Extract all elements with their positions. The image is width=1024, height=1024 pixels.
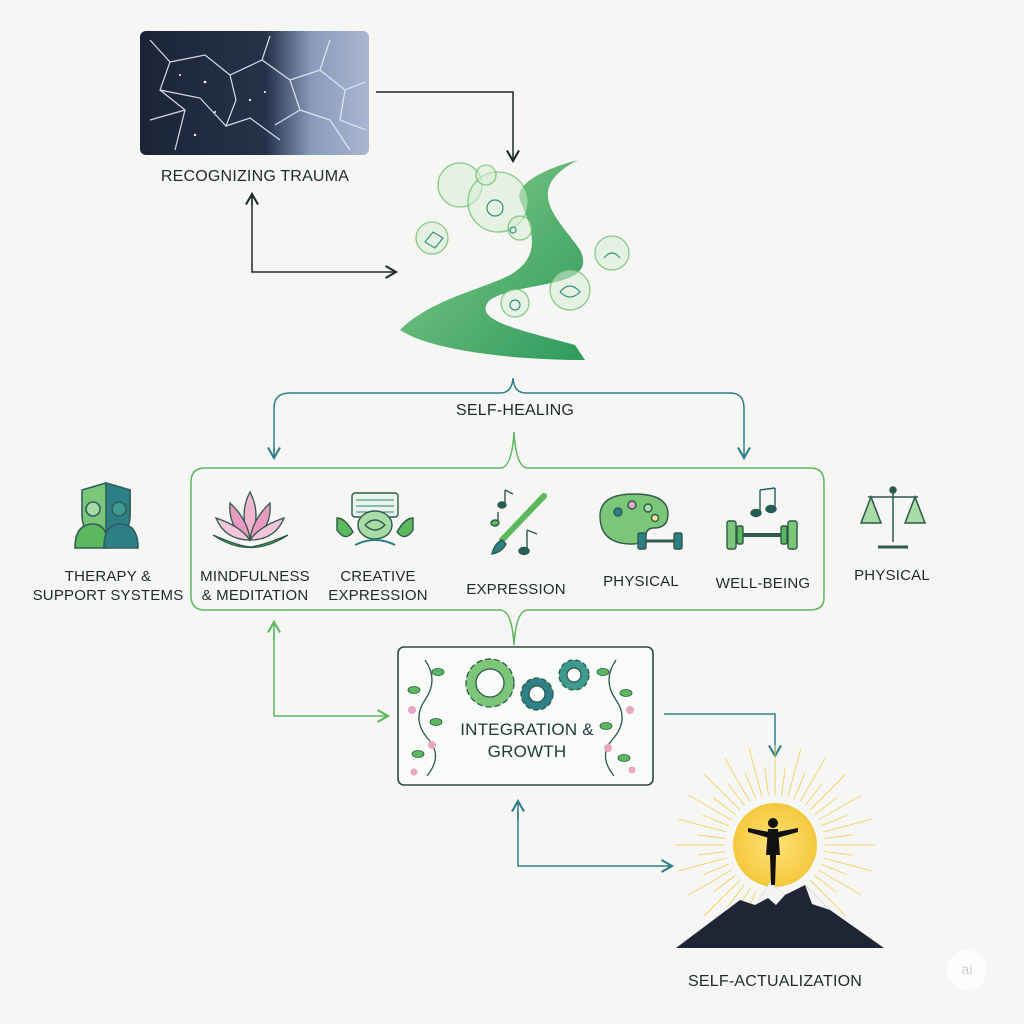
sun-ray [810, 880, 847, 917]
sun-ray [814, 797, 838, 815]
label-mindfulness: Mindfulness & Meditation [200, 568, 310, 604]
sun-ray [688, 794, 732, 821]
arrow-healing-return [251, 195, 399, 279]
brace-self-healing [273, 377, 751, 461]
brain-hands-icon [336, 492, 414, 546]
dumbbell-music-icon [726, 487, 798, 550]
sun-ray [702, 814, 729, 827]
sun-ray [823, 857, 872, 872]
palette-dumbbell-icon [599, 493, 683, 550]
label-creative: Creative Expression [328, 568, 428, 604]
therapy-icon [74, 481, 139, 549]
sun-ray [748, 748, 763, 797]
arrow-actualization-return [517, 810, 675, 873]
lotus-icon [212, 490, 289, 549]
arrow-practices-to-integration [273, 630, 391, 723]
label-well-being: Well-being [715, 575, 811, 592]
sun-ray [724, 758, 751, 802]
healing-icon [400, 160, 630, 360]
sun-ray [688, 869, 732, 896]
sun-ray [799, 758, 826, 802]
sun-ray [821, 863, 848, 876]
sun-ray [824, 851, 853, 856]
sun-ray [814, 875, 838, 893]
sun-ray [727, 884, 745, 908]
arrow-trauma-to-healing [376, 91, 520, 164]
sun-ray [823, 818, 872, 833]
sun-ray [805, 782, 823, 806]
sun-ray [764, 767, 769, 796]
label-self-healing: Self-Healing [456, 402, 574, 419]
trauma-icon [140, 31, 369, 155]
sun-ray [744, 772, 757, 799]
sun-ray [697, 851, 726, 856]
label-recognizing-trauma: Recognizing Trauma [160, 168, 350, 185]
sun-ray [703, 880, 740, 917]
sun-ray [818, 869, 862, 896]
sun-ray [678, 818, 727, 833]
connectors [190, 91, 825, 873]
sun-ray [727, 782, 745, 806]
sun-ray [712, 875, 736, 893]
sun-ray [793, 772, 806, 799]
sun-ray [824, 834, 853, 839]
balance-scale-icon [859, 486, 927, 549]
watermark-text: ai [961, 961, 973, 977]
label-physical-a: Physical [603, 573, 679, 590]
sun-ray [703, 773, 740, 810]
sun-ray [818, 794, 862, 821]
paintbrush-music-icon [490, 489, 547, 556]
sun-ray [697, 834, 726, 839]
sun-ray [787, 748, 802, 797]
sun-ray [712, 797, 736, 815]
sun-ray [678, 857, 727, 872]
sun-ray [781, 767, 786, 796]
sun-ray [702, 863, 729, 876]
practices-frame [190, 431, 825, 646]
label-therapy: Therapy & Support Systems [32, 568, 184, 604]
arrow-integration-to-actualization [664, 713, 782, 759]
gears-vines-icon [397, 646, 654, 786]
label-self-actualization: Self-actualization [688, 973, 862, 990]
label-expression: Expression [466, 581, 566, 598]
person-mountain-sun-icon [675, 745, 884, 948]
sun-ray [821, 814, 848, 827]
watermark-badge [947, 950, 987, 990]
label-integration: Integration & Growth [460, 720, 594, 761]
label-physical-b: Physical [854, 567, 930, 584]
sun-ray [810, 773, 847, 810]
